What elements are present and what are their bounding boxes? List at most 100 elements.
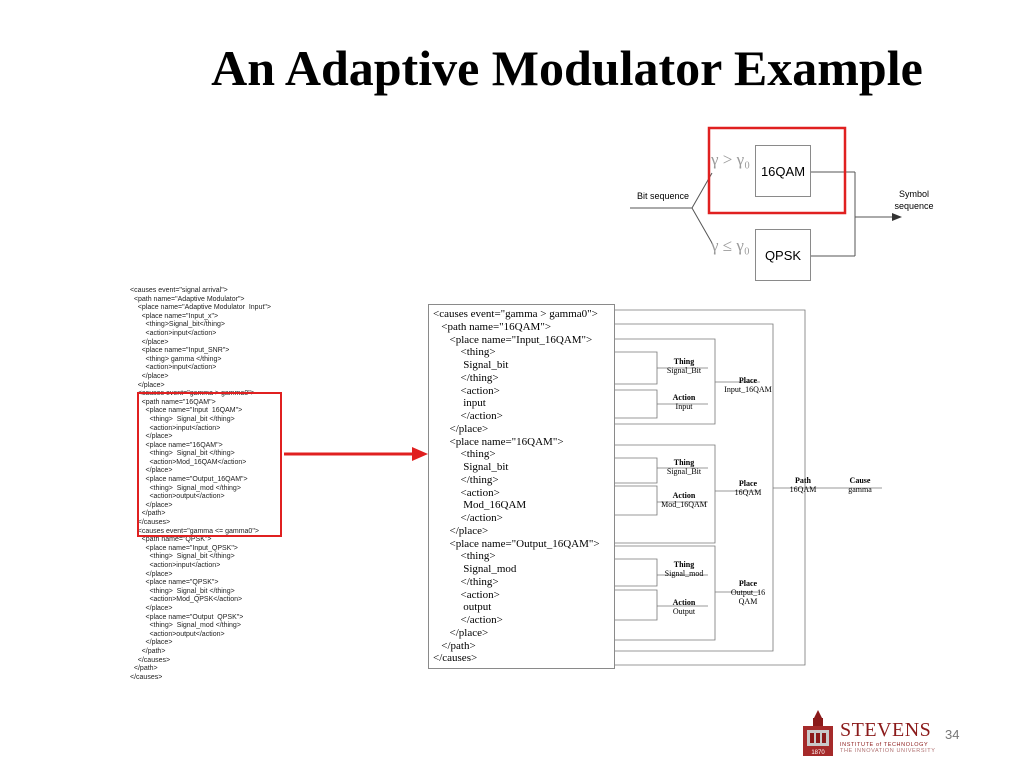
small-xml-highlight <box>137 392 282 537</box>
big-xml-line: input <box>433 397 486 410</box>
zoom-arrow-head <box>412 447 428 461</box>
big-xml-line: <thing> <box>433 550 496 563</box>
small-xml-line: <thing> Signal_bit </thing> <box>130 450 235 458</box>
big-xml-line: <action> <box>433 588 500 601</box>
small-xml-line: <action>output</action> <box>130 630 225 638</box>
big-xml-line: </action> <box>433 512 503 524</box>
small-xml-line: </path> <box>130 510 166 518</box>
tree-action-2-value: Mod_16QAM <box>661 500 707 509</box>
big-xml-line: </thing> <box>433 473 499 486</box>
logo-tagline: THE INNOVATION UNIVERSITY <box>840 748 936 754</box>
tree-group-1 <box>615 338 716 425</box>
small-xml-line: <path name="16QAM"> <box>130 398 216 406</box>
small-xml-line: </place> <box>130 604 173 612</box>
tree-cause: Cause gamma <box>830 476 890 494</box>
tree-place-1: Place Input_16QAM <box>718 376 778 394</box>
small-xml-line: <action>input</action> <box>130 424 221 432</box>
big-xml-listing: <causes event="gamma > gamma0"> <path na… <box>433 308 613 665</box>
input-label: Bit sequence <box>637 191 690 201</box>
tree-group-1-action <box>615 389 658 419</box>
small-xml-line: <action>input</action> <box>130 329 217 337</box>
small-xml-line: <causes event="signal arrival"> <box>130 287 228 294</box>
tree-diagram <box>615 309 882 666</box>
tree-frame-inner <box>615 323 774 652</box>
tree-frame-outer <box>615 309 806 666</box>
tree-action-1-value: Input <box>675 402 693 411</box>
small-xml-line: <place name="Input_x"> <box>130 312 219 320</box>
small-xml-line: </place> <box>130 467 173 475</box>
small-xml-line: <place name="Input_SNR"> <box>130 347 230 355</box>
tree-group-3 <box>615 545 716 641</box>
zoom-arrow <box>284 447 428 461</box>
tree-action-1-title: Action <box>672 393 696 402</box>
tree-place-3-value-2: QAM <box>738 597 758 606</box>
highlight-16qam <box>707 126 847 215</box>
block-qpsk-label: QPSK <box>764 247 802 263</box>
small-xml-line: <thing>Signal_bit</thing> <box>130 321 225 329</box>
tree-thing-2-title: Thing <box>673 458 695 467</box>
big-xml-line: output <box>433 601 492 614</box>
small-xml-line: </causes> <box>130 519 171 527</box>
condition-bottom: γ ≤ γ₀ <box>711 236 750 255</box>
small-xml-line: </place> <box>130 639 173 647</box>
stevens-crest-icon: 1870 <box>803 710 833 756</box>
small-xml-line: <thing> Signal_mod </thing> <box>130 622 241 630</box>
small-xml-line: </path> <box>130 647 166 655</box>
tree-place-1-title: Place <box>738 376 758 385</box>
tree-action-3-title: Action <box>672 598 696 607</box>
big-xml-line: </place> <box>433 524 489 537</box>
output-label: Symbol sequence <box>880 188 948 212</box>
tree-thing-3-title: Thing <box>673 560 695 569</box>
small-xml-line: </causes> <box>130 656 171 664</box>
small-xml-line: <place name="Output QPSK"> <box>130 613 244 621</box>
big-xml-line: </thing> <box>433 371 499 384</box>
big-xml-line: </causes> <box>433 652 478 665</box>
big-xml-line: </action> <box>433 410 503 422</box>
tree-path-value: 16QAM <box>789 485 817 494</box>
big-xml-line: Mod_16QAM <box>433 499 527 512</box>
tree-group-3-action <box>615 589 658 621</box>
big-xml-line: <action> <box>433 384 500 397</box>
small-xml-line: <thing> gamma </thing> <box>130 355 222 363</box>
tree-action-3-value: Output <box>672 607 696 616</box>
tree-path-title: Path <box>795 476 811 485</box>
tree-action-3: Action Output <box>654 598 714 616</box>
small-xml-line: <place name="Adaptive Modulator Input"> <box>130 304 271 312</box>
page-number: 34 <box>945 727 960 742</box>
slide-title: An Adaptive Modulator Example <box>211 40 923 96</box>
big-xml-line: </path> <box>433 639 476 652</box>
small-xml-line: <action>output</action> <box>130 493 225 501</box>
big-xml-line: </place> <box>433 626 489 639</box>
big-xml-line: Signal_mod <box>433 563 517 575</box>
big-xml-line: Signal_bit <box>433 359 509 371</box>
big-xml-line: <place name="16QAM"> <box>433 435 564 448</box>
big-xml-line: </place> <box>433 422 489 435</box>
tree-group-2-action <box>615 485 658 516</box>
tree-place-3-title: Place <box>738 579 758 588</box>
small-xml-line: <place name="Input 16QAM"> <box>130 407 243 415</box>
big-xml-line: <path name="16QAM"> <box>433 320 552 333</box>
small-xml-line: <action>Mod_QPSK</action> <box>130 596 243 604</box>
small-xml-line: </place> <box>130 372 169 380</box>
small-xml-line: <thing> Signal_bit </thing> <box>130 553 235 561</box>
small-xml-line: </place> <box>130 338 169 346</box>
big-xml-line: </thing> <box>433 575 499 588</box>
tree-place-3-value-1: Output_16 <box>730 588 766 597</box>
block-16qam-label: 16QAM <box>760 163 806 179</box>
tree-action-1: Action Input <box>654 393 714 411</box>
block-qpsk: QPSK <box>755 229 811 281</box>
big-xml-line: <action> <box>433 486 500 499</box>
tree-place-1-value: Input_16QAM <box>724 385 772 394</box>
big-xml-line: <causes event="gamma > gamma0"> <box>433 308 598 320</box>
small-xml-line: <path name="Adaptive Modulator"> <box>130 295 245 303</box>
stevens-logo: STEVENS INSTITUTE of TECHNOLOGY THE INNO… <box>840 719 935 754</box>
small-xml-line: <action>input</action> <box>130 562 221 569</box>
small-xml-line: </place> <box>130 501 173 509</box>
big-xml-line: <place name="Output_16QAM"> <box>433 537 600 550</box>
switch-line-bottom <box>691 207 713 244</box>
small-xml-line: <place name="16QAM"> <box>130 441 223 449</box>
modulator-diagram <box>630 126 902 257</box>
big-xml-line: <thing> <box>433 448 496 461</box>
tree-cause-title: Cause <box>849 476 871 485</box>
tree-thing-1-title: Thing <box>673 357 695 366</box>
